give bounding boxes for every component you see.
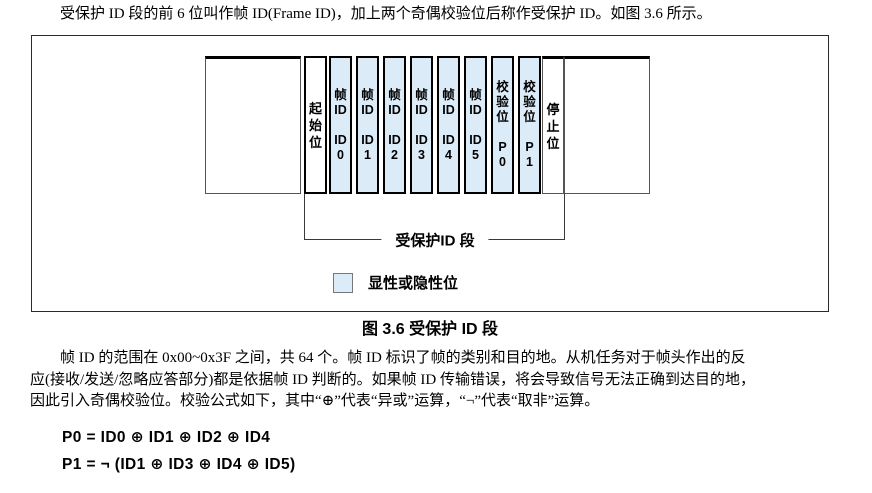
bracket-left-line bbox=[304, 194, 305, 239]
parity-bit-p0: 校 验 位 P 0 bbox=[491, 56, 514, 194]
body-line-3: 因此引入奇偶校验位。校验公式如下，其中“⊕”代表“异或”运算，“¬”代表“取非”… bbox=[30, 393, 600, 410]
formula-p1: P1 = ¬ (ID1 ⊕ ID3 ⊕ ID4 ⊕ ID5) bbox=[62, 456, 296, 473]
stop-bit-cell: 停 止 位 bbox=[542, 56, 564, 194]
start-bit-cell: 起 始 位 bbox=[304, 56, 327, 194]
figure-caption: 图 3.6 受保护 ID 段 bbox=[361, 321, 499, 338]
frame-id-bit-3: 帧 ID ID 3 bbox=[410, 56, 433, 194]
figure-3-6-diagram: 起 始 位 帧 ID ID 0 帧 ID ID 1 帧 ID ID 2 帧 ID… bbox=[31, 35, 829, 312]
intro-paragraph: 受保护 ID 段的前 6 位叫作帧 ID(Frame ID)，加上两个奇偶校验位… bbox=[60, 6, 712, 22]
frame-id-bit-5: 帧 ID ID 5 bbox=[464, 56, 487, 194]
legend-label: 显性或隐性位 bbox=[368, 275, 459, 292]
legend-color-swatch bbox=[333, 273, 353, 293]
formula-p0: P0 = ID0 ⊕ ID1 ⊕ ID2 ⊕ ID4 bbox=[62, 429, 271, 446]
frame-id-bit-1: 帧 ID ID 1 bbox=[356, 56, 379, 194]
frame-id-bit-0: 帧 ID ID 0 bbox=[329, 56, 352, 194]
frame-id-bit-2: 帧 ID ID 2 bbox=[383, 56, 406, 194]
body-paragraph: 帧 ID 的范围在 0x00~0x3F 之间，共 64 个。帧 ID 标识了帧的… bbox=[30, 348, 848, 413]
parity-bit-p1: 校 验 位 P 1 bbox=[518, 56, 541, 194]
bracket-right-line bbox=[564, 194, 565, 239]
bracket-label: 受保护ID 段 bbox=[381, 229, 489, 251]
left-filler-box bbox=[205, 56, 301, 194]
body-line-2: 应(接收/发送/忽略应答部分)都是依据帧 ID 判断的。如果帧 ID 传输错误，… bbox=[30, 371, 755, 388]
body-line-1: 帧 ID 的范围在 0x00~0x3F 之间，共 64 个。帧 ID 标识了帧的… bbox=[60, 350, 746, 366]
frame-id-bit-4: 帧 ID ID 4 bbox=[437, 56, 460, 194]
right-filler-box bbox=[564, 56, 650, 194]
